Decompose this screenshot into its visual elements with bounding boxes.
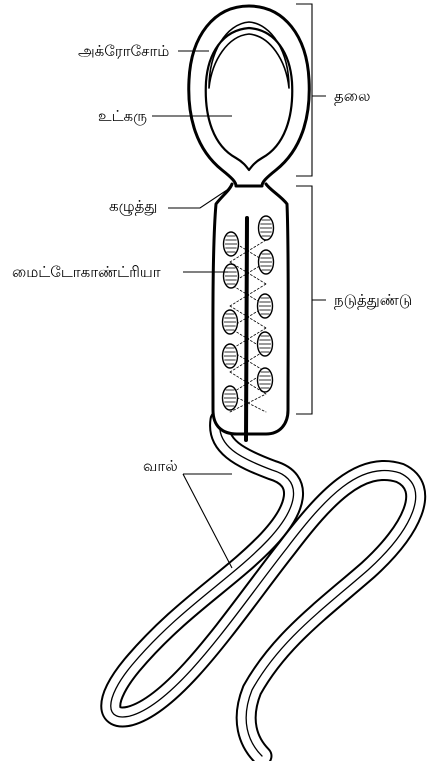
middle-piece-bracket	[296, 186, 326, 414]
mitochondrion-left-1	[224, 232, 239, 256]
acrosome-label: அக்ரோசோம்	[78, 42, 169, 60]
mitochondrion-left-5	[223, 386, 238, 410]
tail-leader	[183, 474, 232, 568]
mitochondrion-right-2	[259, 250, 274, 274]
mitochondrion-right-5	[258, 368, 273, 392]
mitochondrion-left-4	[223, 344, 238, 368]
mitochondrion-left-2	[224, 264, 239, 288]
head-label: தலை	[334, 87, 370, 105]
mitochondrion-left-3	[223, 310, 238, 334]
mitochondrion-right-1	[259, 216, 274, 240]
nucleus-label: உட்கரு	[98, 107, 147, 125]
mitochondria-label: மைட்டோகாண்ட்ரியா	[12, 263, 161, 281]
mitochondrion-right-4	[258, 332, 273, 356]
mitochondrion-right-3	[258, 294, 273, 318]
neck-label: கழுத்து	[109, 197, 157, 215]
tail-label: வால்	[143, 457, 178, 475]
middle-piece-label: நடுத்துண்டு	[334, 291, 412, 309]
